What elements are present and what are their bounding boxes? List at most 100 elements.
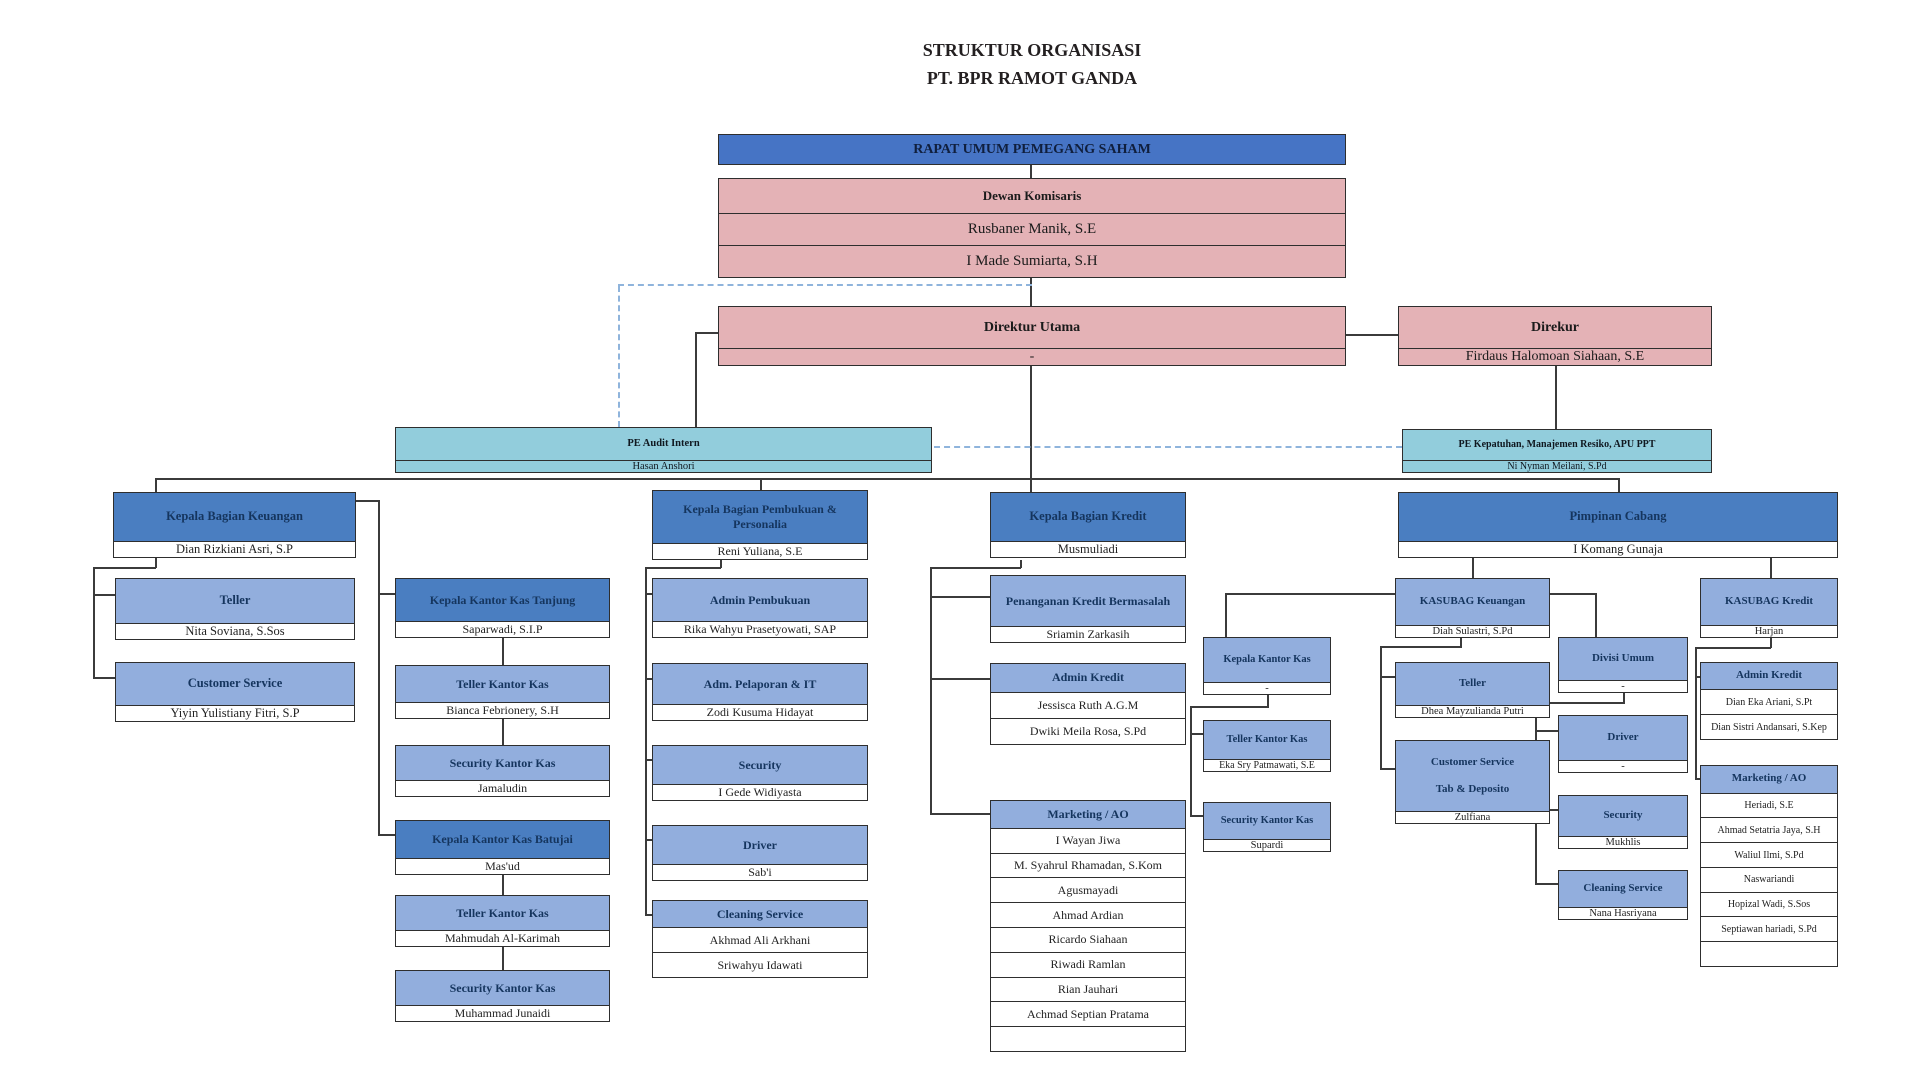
connector-line — [1535, 883, 1559, 885]
connector-line — [1535, 702, 1624, 704]
connector-line — [93, 677, 116, 679]
org-node-admin-pembukuan: Admin Pembukuan Rika Wahyu Prasetyowati,… — [652, 578, 868, 638]
node-title: Security — [1559, 796, 1687, 836]
member-name — [1701, 941, 1837, 966]
member-list: Hasan Anshori — [396, 460, 931, 472]
member-name: Sriwahyu Idawati — [653, 952, 867, 978]
member-name: Dian Eka Ariani, S.Pt — [1701, 690, 1837, 715]
member-name: Dian Sistri Andansari, S.Kep — [1701, 714, 1837, 740]
connector-line — [93, 594, 116, 596]
connector-line — [1695, 647, 1697, 778]
member-name: M. Syahrul Rhamadan, S.Kom — [991, 852, 1185, 878]
member-list: Sab'i — [653, 864, 867, 880]
org-node-teller-kk-tanjung: Teller Kantor Kas Bianca Febrionery, S.H — [395, 665, 610, 719]
member-list: Reni Yuliana, S.E — [653, 543, 867, 559]
connector-line — [155, 478, 1618, 480]
member-name: Ahmad Setatria Jaya, S.H — [1701, 817, 1837, 843]
org-node-kabag-keuangan: Kepala Bagian Keuangan Dian Rizkiani Asr… — [113, 492, 356, 558]
member-list: I Gede Widiyasta — [653, 784, 867, 800]
member-list: Rika Wahyu Prasetyowati, SAP — [653, 621, 867, 637]
org-node-kepala-kantor-kas: Kepala Kantor Kas - — [1203, 637, 1331, 695]
org-node-customer-service-pusat: Customer Service Yiyin Yulistiany Fitri,… — [115, 662, 355, 722]
member-name: Muhammad Junaidi — [396, 1006, 609, 1021]
org-node-pe-audit-intern: PE Audit Intern Hasan Anshori — [395, 427, 932, 473]
connector-line — [1770, 558, 1772, 578]
member-name: - — [1204, 683, 1330, 694]
member-list: Saparwadi, S.I.P — [396, 621, 609, 637]
member-name: Agusmayadi — [991, 877, 1185, 903]
member-name: Heriadi, S.E — [1701, 793, 1837, 818]
member-name: Bianca Febrionery, S.H — [396, 703, 609, 718]
node-title: Customer Service — [116, 663, 354, 705]
member-name: - — [1559, 761, 1687, 772]
connector-line — [695, 332, 697, 427]
member-name: Diah Sulastri, S.Pd — [1396, 626, 1549, 637]
member-name: Zodi Kusuma Hidayat — [653, 705, 867, 720]
member-list: Eka Sry Patmawati, S.E — [1204, 759, 1330, 771]
connector-line — [93, 567, 95, 677]
member-list: - — [1559, 760, 1687, 772]
node-title: Kepala Kantor Kas Tanjung — [396, 579, 609, 621]
org-node-rapat-umum: RAPAT UMUM PEMEGANG SAHAM — [718, 134, 1346, 165]
node-title: Adm. Pelaporan & IT — [653, 664, 867, 704]
node-title-line1: Customer Service — [1430, 755, 1515, 768]
connector-line — [1190, 706, 1268, 708]
node-title: KASUBAG Kredit — [1701, 579, 1837, 625]
connector-line — [1030, 278, 1032, 306]
org-node-security-kk-batujai: Security Kantor Kas Muhammad Junaidi — [395, 970, 610, 1022]
member-name: Achmad Septian Pratama — [991, 1001, 1185, 1027]
member-name: Mas'ud — [396, 859, 609, 874]
connector-line — [93, 567, 156, 569]
connector-line — [155, 558, 157, 568]
member-list: Bianca Febrionery, S.H — [396, 702, 609, 718]
dashed-connector-line — [934, 446, 1402, 448]
node-title: Admin Kredit — [991, 664, 1185, 692]
node-title: Cleaning Service — [653, 901, 867, 928]
member-list: Sriamin Zarkasih — [991, 626, 1185, 642]
connector-line — [1225, 593, 1227, 637]
member-list: Zulfiana — [1396, 811, 1549, 823]
org-node-pe-kepatuhan: PE Kepatuhan, Manajemen Resiko, APU PPT … — [1402, 429, 1712, 473]
org-node-kabag-kredit: Kepala Bagian Kredit Musmuliadi — [990, 492, 1186, 558]
node-title: Security Kantor Kas — [1204, 803, 1330, 839]
member-list: Mukhlis — [1559, 836, 1687, 848]
node-title: PE Kepatuhan, Manajemen Resiko, APU PPT — [1403, 430, 1711, 460]
member-name: Akhmad Ali Arkhani — [653, 928, 867, 953]
node-title: Kepala Kantor Kas Batujai — [396, 821, 609, 858]
member-name: Hopizal Wadi, S.Sos — [1701, 891, 1837, 917]
connector-line — [645, 678, 653, 680]
org-node-security-pembukuan: Security I Gede Widiyasta — [652, 745, 868, 801]
connector-line — [356, 500, 379, 502]
member-name: Eka Sry Patmawati, S.E — [1204, 760, 1330, 771]
connector-line — [1535, 730, 1559, 732]
connector-line — [155, 478, 157, 492]
member-list: Muhammad Junaidi — [396, 1005, 609, 1021]
node-title: Marketing / AO — [1701, 766, 1837, 793]
node-title: Teller Kantor Kas — [396, 896, 609, 930]
member-name: Dwiki Meila Rosa, S.Pd — [991, 717, 1185, 745]
member-name: Dian Rizkiani Asri, S.P — [114, 542, 355, 557]
node-title: Direktur Utama — [719, 307, 1345, 348]
member-name: - — [1559, 681, 1687, 692]
connector-line — [1472, 558, 1474, 578]
connector-line — [1190, 706, 1192, 816]
connector-line — [1595, 593, 1597, 637]
member-name: Harjan — [1701, 626, 1837, 637]
org-node-kabag-pembukuan: Kepala Bagian Pembukuan & Personalia Ren… — [652, 490, 868, 560]
connector-line — [378, 500, 380, 834]
member-name: Rika Wahyu Prasetyowati, SAP — [653, 622, 867, 637]
connector-line — [1695, 647, 1771, 649]
member-name: Zulfiana — [1396, 812, 1549, 823]
node-title: Driver — [653, 826, 867, 864]
org-node-cs-tab-deposito: Customer Service Tab & Deposito Zulfiana — [1395, 740, 1550, 824]
member-name: Waliul Ilmi, S.Pd — [1701, 842, 1837, 867]
node-title: Marketing / AO — [991, 801, 1185, 828]
connector-line — [1190, 733, 1204, 735]
connector-line — [1267, 695, 1269, 708]
connector-line — [1380, 676, 1396, 678]
member-list: Diah Sulastri, S.Pd — [1396, 625, 1549, 637]
member-name: Ni Nyman Meilani, S.Pd — [1403, 461, 1711, 472]
